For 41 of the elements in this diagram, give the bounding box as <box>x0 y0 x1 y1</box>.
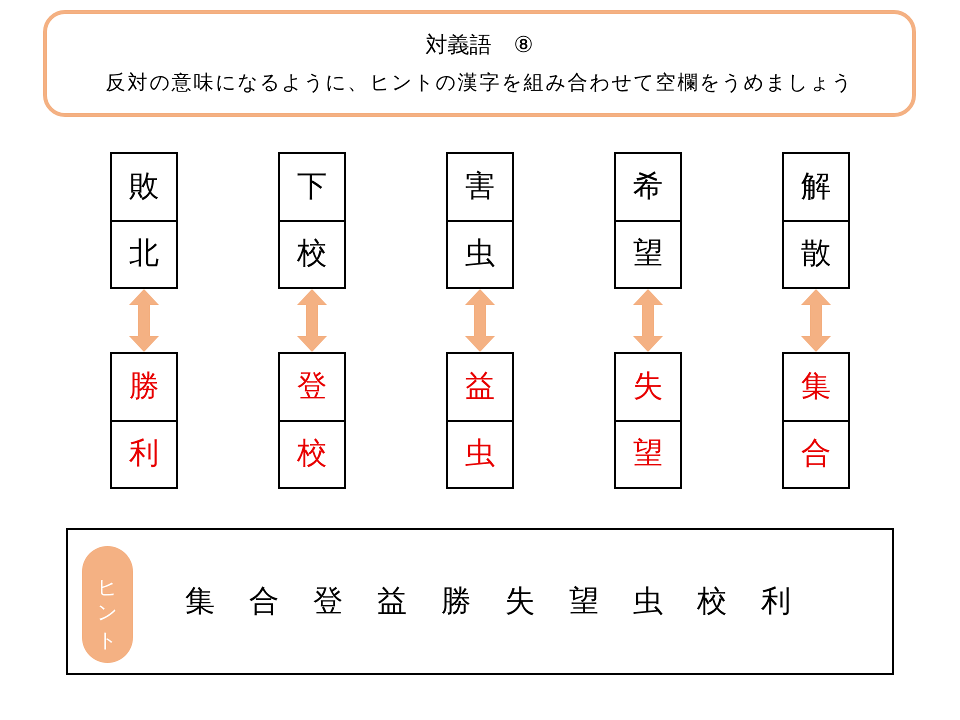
double-arrow <box>465 289 495 352</box>
hint-tag: ヒント <box>82 546 133 663</box>
hint-kanji-list: 集 合 登 益 勝 失 望 虫 校 利 <box>185 586 793 616</box>
answer-kanji: 集 <box>801 372 831 402</box>
double-arrow <box>801 289 831 352</box>
answer-card <box>110 352 178 489</box>
answer-card <box>278 352 346 489</box>
answer-kanji: 利 <box>129 438 159 469</box>
answer-card <box>446 352 514 489</box>
kanji-character: 解 <box>801 172 831 202</box>
kanji-character: 校 <box>297 238 327 269</box>
hint-panel <box>66 528 894 675</box>
answer-kanji: 望 <box>633 438 663 469</box>
instruction-text: 反対の意味になるように、ヒントの漢字を組み合わせて空欄をうめましょう <box>106 70 854 94</box>
title-panel <box>43 10 916 117</box>
answer-kanji: 益 <box>465 372 495 402</box>
word-card <box>446 152 514 289</box>
answer-kanji: 合 <box>801 438 831 469</box>
answer-card <box>782 352 850 489</box>
answer-kanji: 勝 <box>129 372 159 402</box>
kanji-character: 害 <box>465 172 495 202</box>
kanji-character: 希 <box>633 172 663 202</box>
word-card <box>782 152 850 289</box>
worksheet-title: 対義語 ⑧ <box>426 33 534 60</box>
kanji-character: 北 <box>129 238 159 269</box>
kanji-character: 敗 <box>129 172 159 202</box>
double-arrow <box>297 289 327 352</box>
kanji-character: 下 <box>297 172 327 202</box>
kanji-character: 散 <box>801 238 831 269</box>
kanji-character: 望 <box>633 238 663 269</box>
double-arrow <box>129 289 159 352</box>
word-card <box>278 152 346 289</box>
answer-kanji: 校 <box>297 438 327 469</box>
answer-kanji: 失 <box>633 372 663 402</box>
word-card <box>614 152 682 289</box>
double-arrow <box>633 289 663 352</box>
kanji-character: 虫 <box>465 238 495 269</box>
answer-kanji: 登 <box>297 372 327 402</box>
word-card <box>110 152 178 289</box>
answer-kanji: 虫 <box>465 438 495 469</box>
answer-card <box>614 352 682 489</box>
